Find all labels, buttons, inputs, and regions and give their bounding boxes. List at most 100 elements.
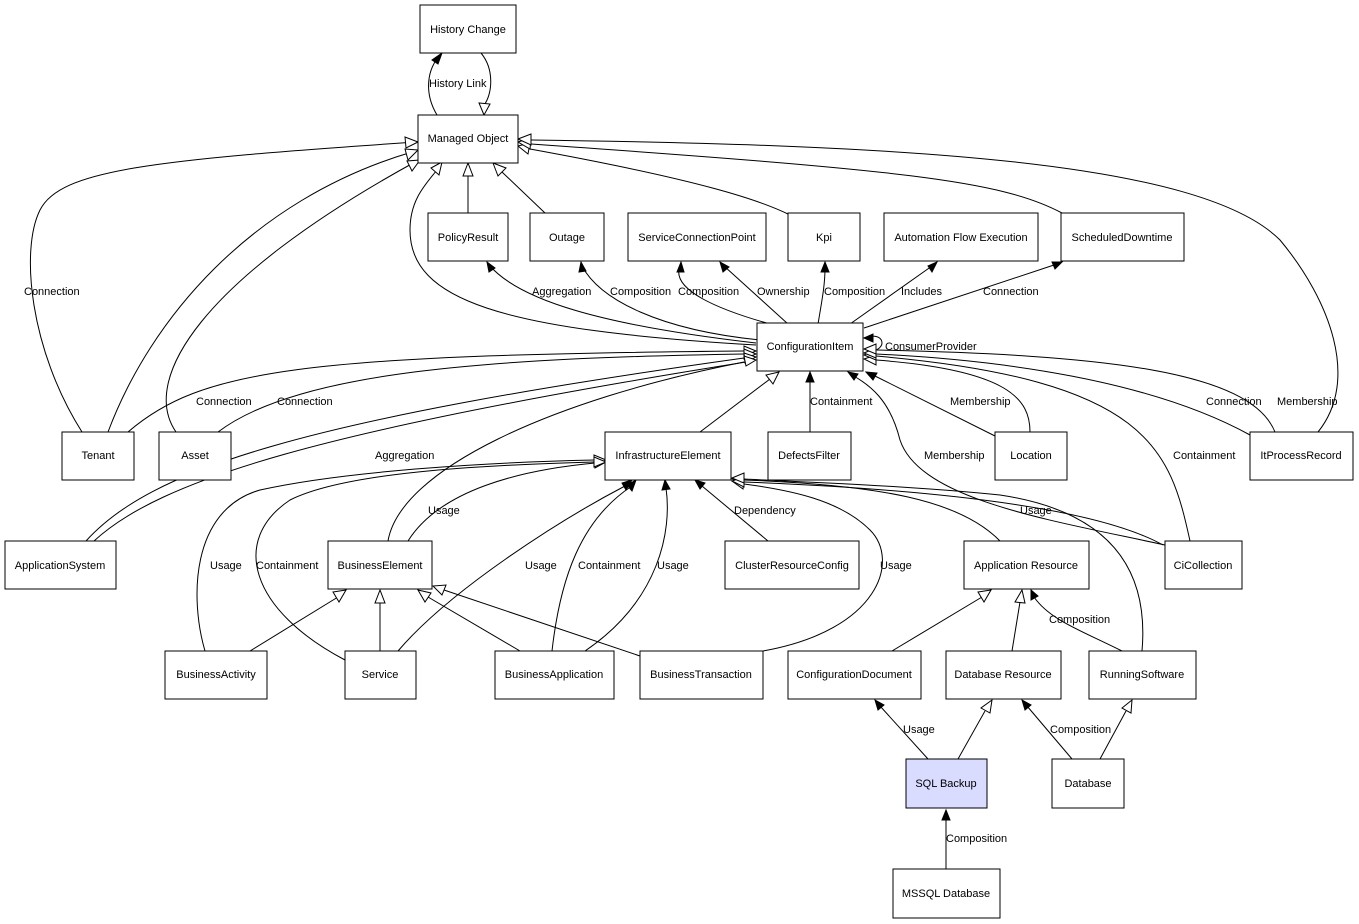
edge-rs-ar: [1033, 596, 1123, 652]
node-kpi[interactable]: Kpi: [787, 212, 861, 262]
node-service[interactable]: Service: [344, 650, 417, 700]
node-managed-object[interactable]: Managed Object: [417, 114, 519, 164]
node-policy-result[interactable]: PolicyResult: [427, 212, 509, 262]
arrowhead: [430, 161, 443, 176]
edge-ci-policy: [489, 265, 757, 344]
arrowhead: [404, 136, 420, 149]
arrowhead: [820, 260, 830, 273]
edge-asset-ci: [217, 353, 745, 433]
node-box[interactable]: [419, 4, 517, 54]
edge-itpr-ci: [875, 353, 1251, 436]
edge-label-itpr-ci-connection: Connection: [1206, 396, 1262, 408]
node-label: BusinessTransaction: [650, 669, 752, 681]
arrowhead: [743, 355, 758, 367]
node-box[interactable]: [883, 212, 1039, 262]
node-box[interactable]: [1164, 540, 1243, 590]
arrowhead: [805, 370, 815, 383]
arrowhead: [404, 148, 420, 161]
node-business-activity[interactable]: BusinessActivity: [164, 650, 268, 700]
node-business-transaction[interactable]: BusinessTransaction: [639, 650, 764, 700]
node-sql-backup[interactable]: SQL Backup: [905, 758, 988, 809]
node-configuration-item[interactable]: ConfigurationItem: [756, 322, 864, 372]
node-box[interactable]: [327, 540, 433, 590]
node-box[interactable]: [164, 650, 268, 700]
edge-db-rs: [1099, 710, 1127, 760]
node-defects-filter[interactable]: DefectsFilter: [767, 431, 852, 481]
edge-label-mssql-sql-composition: Composition: [946, 833, 1007, 845]
edge-ci-outage: [581, 265, 761, 341]
node-box[interactable]: [994, 431, 1068, 481]
arrowhead: [980, 698, 993, 714]
node-box[interactable]: [4, 540, 117, 590]
node-box[interactable]: [905, 758, 988, 809]
node-it-process-record[interactable]: ItProcessRecord: [1249, 431, 1354, 481]
node-box[interactable]: [494, 650, 615, 700]
node-running-software[interactable]: RunningSoftware: [1088, 650, 1197, 700]
node-label: Application Resource: [974, 560, 1078, 572]
arrowhead: [416, 589, 432, 603]
node-scheduled-downtime[interactable]: ScheduledDowntime: [1060, 212, 1185, 262]
arrowhead: [1021, 698, 1032, 711]
node-box[interactable]: [963, 540, 1090, 590]
node-box[interactable]: [1088, 650, 1197, 700]
node-box[interactable]: [604, 431, 732, 481]
edge-bt-be: [443, 589, 641, 657]
arrowhead: [406, 159, 422, 172]
node-box[interactable]: [724, 540, 860, 590]
node-box[interactable]: [158, 431, 232, 481]
node-application-resource[interactable]: Application Resource: [963, 540, 1090, 590]
node-box[interactable]: [1051, 758, 1125, 809]
arrowhead: [676, 260, 685, 273]
node-automation-flow-execution[interactable]: Automation Flow Execution: [883, 212, 1039, 262]
node-application-system[interactable]: ApplicationSystem: [4, 540, 117, 590]
node-box[interactable]: [627, 212, 767, 262]
node-box[interactable]: [756, 322, 864, 372]
edge-be-ci: [387, 361, 745, 542]
edge-location-ci-membership: [875, 359, 1031, 433]
edge-ci-scp-ownership: [723, 265, 789, 325]
node-mssql-database[interactable]: MSSQL Database: [892, 868, 1001, 919]
edge-bt-ie: [743, 483, 883, 652]
arrowhead: [864, 371, 878, 381]
node-box[interactable]: [787, 212, 861, 262]
node-location[interactable]: Location: [994, 431, 1068, 481]
node-box[interactable]: [61, 431, 135, 481]
edges: [29, 51, 1339, 869]
node-box[interactable]: [529, 212, 605, 262]
node-box[interactable]: [945, 650, 1062, 700]
node-box[interactable]: [427, 212, 509, 262]
node-business-element[interactable]: BusinessElement: [327, 540, 433, 590]
arrowhead: [626, 478, 637, 492]
arrowhead: [874, 698, 885, 711]
node-infrastructure-element[interactable]: InfrastructureElement: [604, 431, 732, 481]
edge-label-ba-ie-usage: Usage: [210, 560, 242, 572]
arrowhead: [492, 162, 507, 177]
arrowhead: [486, 260, 496, 273]
node-box[interactable]: [1060, 212, 1185, 262]
edge-label-ci-kpi-composition: Composition: [824, 286, 885, 298]
node-box[interactable]: [1249, 431, 1354, 481]
node-cluster-resource-config[interactable]: ClusterResourceConfig: [724, 540, 860, 590]
node-service-connection-point[interactable]: ServiceConnectionPoint: [627, 212, 767, 262]
node-database-resource[interactable]: Database Resource: [945, 650, 1062, 700]
edge-itpr-mo: [530, 139, 1339, 433]
node-history-change[interactable]: History Change: [419, 4, 517, 54]
node-tenant[interactable]: Tenant: [61, 431, 135, 481]
node-database[interactable]: Database: [1051, 758, 1125, 809]
node-box[interactable]: [767, 431, 852, 481]
node-box[interactable]: [787, 650, 922, 700]
node-configuration-document[interactable]: ConfigurationDocument: [787, 650, 922, 700]
arrowhead: [593, 456, 608, 468]
edge-label-sql-cd-usage: Usage: [903, 724, 935, 736]
edge-label-history-link: History Link: [429, 78, 487, 90]
node-box[interactable]: [639, 650, 764, 700]
node-outage[interactable]: Outage: [529, 212, 605, 262]
node-ci-collection[interactable]: CiCollection: [1164, 540, 1243, 590]
node-asset[interactable]: Asset: [158, 431, 232, 481]
node-business-application[interactable]: BusinessApplication: [494, 650, 615, 700]
node-box[interactable]: [344, 650, 417, 700]
node-box[interactable]: [417, 114, 519, 164]
edge-history-mo: [480, 52, 492, 106]
node-box[interactable]: [892, 868, 1001, 919]
node-label: DefectsFilter: [778, 450, 840, 462]
